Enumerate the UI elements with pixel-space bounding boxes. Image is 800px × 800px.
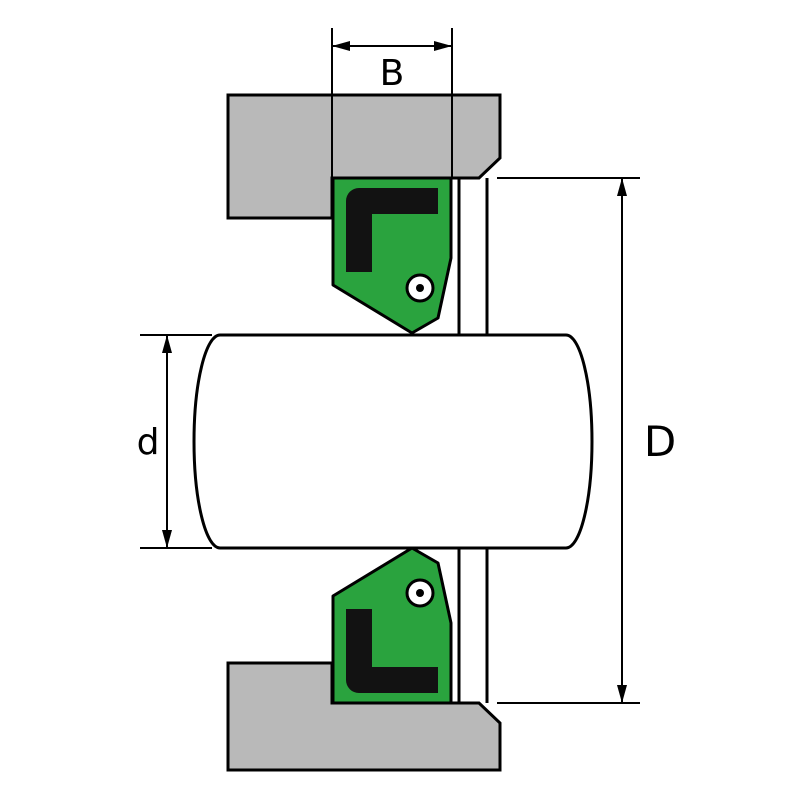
dimension-outer-d: D [497, 177, 676, 704]
dimension-d: d [137, 334, 212, 549]
dim-outer-d-arrowhead-bottom [617, 685, 627, 703]
dim-b-label: B [380, 53, 405, 94]
shaft-seal-top [331, 176, 453, 335]
dimension-b: B [331, 28, 453, 178]
dim-outer-d-arrowhead-top [617, 178, 627, 196]
dim-d-arrowhead-bottom [162, 530, 172, 548]
seal-metal-case [346, 188, 438, 272]
dim-b-arrowhead-left [332, 41, 350, 51]
dim-b-arrowhead-right [434, 41, 452, 51]
dim-d-label: d [137, 422, 160, 463]
shaft [192, 333, 594, 550]
garter-spring-center-dot [416, 284, 424, 292]
dim-outer-d-label: D [644, 417, 676, 466]
dim-d-arrowhead-top [162, 335, 172, 353]
shaft-seal-bottom [333, 548, 451, 703]
